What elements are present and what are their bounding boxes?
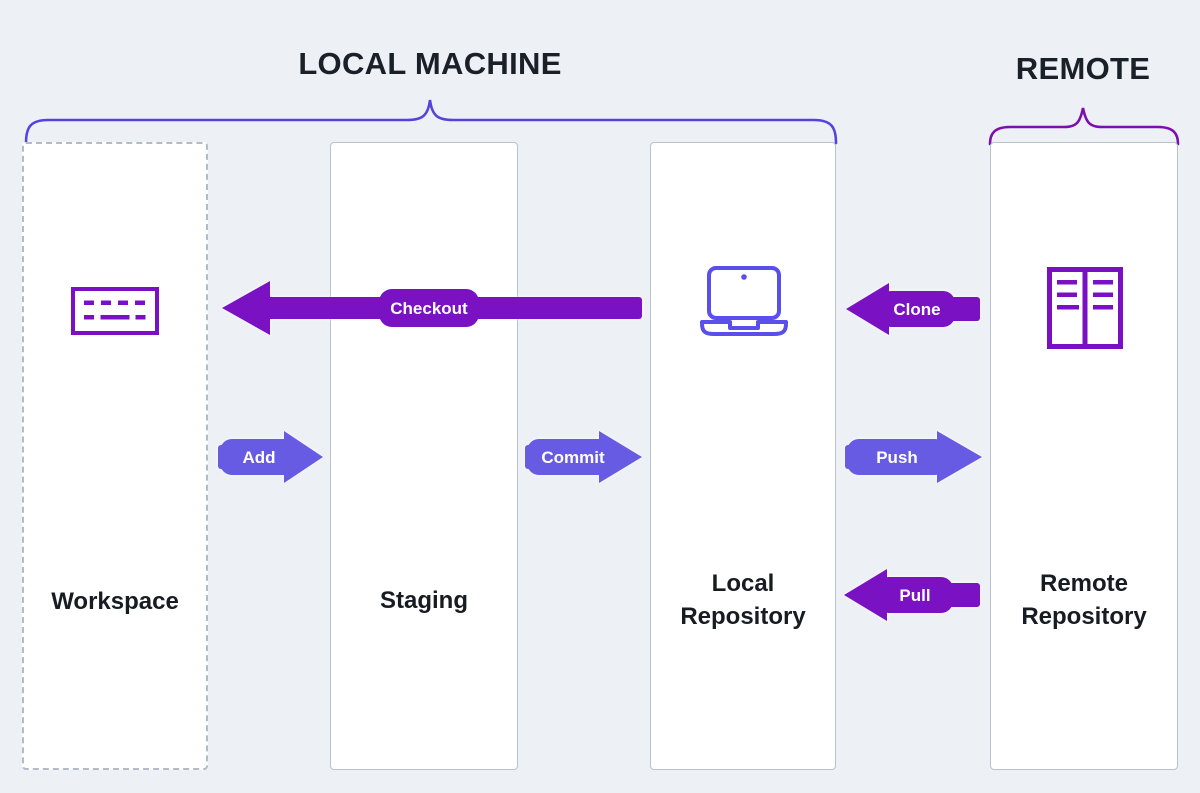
push-arrow: Push bbox=[845, 431, 982, 483]
commit-arrow: Commit bbox=[525, 431, 642, 483]
push-arrow-label: Push bbox=[876, 448, 918, 467]
local-repository-label: Local Repository bbox=[651, 567, 835, 633]
checkout-arrow: Checkout bbox=[222, 281, 642, 335]
commit-arrow-label: Commit bbox=[541, 448, 605, 467]
pull-arrow-label: Pull bbox=[899, 586, 930, 605]
workspace-label: Workspace bbox=[51, 588, 179, 615]
add-arrow: Add bbox=[218, 431, 323, 483]
local-repository-label-line1: Local bbox=[711, 570, 775, 597]
staging-box: Staging bbox=[330, 142, 518, 770]
clone-arrow-label: Clone bbox=[893, 300, 940, 319]
laptop-icon bbox=[700, 266, 788, 336]
staging-label: Staging bbox=[380, 587, 468, 614]
local-repository-label-line2: Repository bbox=[680, 603, 806, 630]
workspace-box: Workspace bbox=[22, 142, 208, 770]
remote-brace bbox=[988, 107, 1180, 146]
repository-icon bbox=[1047, 267, 1123, 349]
remote-repository-label-line1: Remote bbox=[1039, 570, 1129, 597]
group-title-remote: REMOTE bbox=[1015, 51, 1151, 86]
local-repository-box: Local Repository bbox=[650, 142, 836, 770]
add-arrow-label: Add bbox=[242, 448, 275, 467]
pull-arrow: Pull bbox=[844, 569, 980, 621]
clone-arrow: Clone bbox=[846, 283, 980, 335]
group-title-local-machine: LOCAL MACHINE bbox=[298, 46, 562, 81]
local-machine-brace bbox=[24, 99, 838, 145]
remote-repository-label: Remote Repository bbox=[991, 567, 1177, 633]
checkout-arrow-label: Checkout bbox=[390, 299, 468, 318]
keyboard-icon bbox=[71, 287, 159, 335]
remote-repository-box: Remote Repository bbox=[990, 142, 1178, 770]
remote-repository-label-line2: Repository bbox=[1021, 603, 1147, 630]
